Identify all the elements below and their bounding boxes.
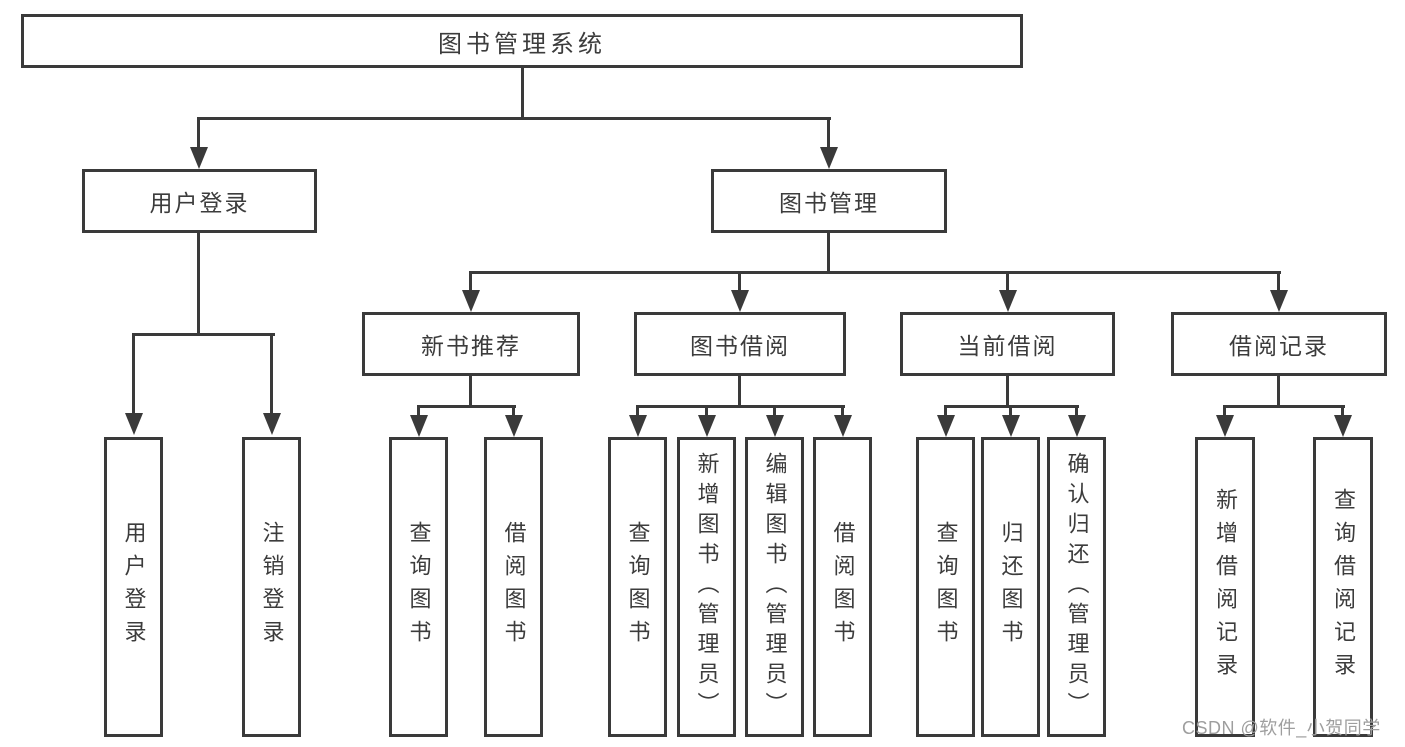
leaf-recommend-borrow-books: 借阅图书 bbox=[484, 437, 543, 737]
arrowhead bbox=[834, 415, 852, 437]
arrowhead bbox=[190, 147, 208, 169]
connector-line bbox=[1009, 405, 1012, 418]
arrowhead bbox=[999, 290, 1017, 312]
arrowhead bbox=[1270, 290, 1288, 312]
connector-line bbox=[132, 333, 275, 336]
connector-line bbox=[512, 405, 515, 418]
connector-line bbox=[636, 405, 639, 418]
connector-line bbox=[1341, 405, 1344, 418]
leaf-user-login: 用户登录 bbox=[104, 437, 163, 737]
leaf-current-return-books: 归还图书 bbox=[981, 437, 1040, 737]
connector-line bbox=[270, 333, 273, 414]
connector-line bbox=[469, 271, 472, 292]
connector-line bbox=[1075, 405, 1078, 418]
node-current-borrowing: 当前借阅 bbox=[900, 312, 1115, 376]
arrowhead bbox=[937, 415, 955, 437]
leaf-records-add-record: 新增借阅记录 bbox=[1195, 437, 1255, 737]
connector-line bbox=[417, 405, 516, 408]
node-book-borrowing: 图书借阅 bbox=[634, 312, 846, 376]
connector-line bbox=[197, 233, 200, 334]
connector-line bbox=[197, 117, 831, 120]
arrowhead bbox=[1216, 415, 1234, 437]
connector-line bbox=[738, 271, 741, 292]
connector-line bbox=[417, 405, 420, 418]
arrowhead bbox=[410, 415, 428, 437]
arrowhead bbox=[505, 415, 523, 437]
connector-line bbox=[197, 117, 200, 150]
connector-line bbox=[521, 68, 524, 118]
arrowhead bbox=[629, 415, 647, 437]
connector-line bbox=[841, 405, 844, 418]
connector-line bbox=[132, 333, 135, 414]
connector-line bbox=[827, 233, 830, 273]
connector-line bbox=[1006, 271, 1009, 292]
connector-line bbox=[1223, 405, 1226, 418]
node-borrowing-records: 借阅记录 bbox=[1171, 312, 1387, 376]
watermark: CSDN @软件_小贺同学 bbox=[1182, 718, 1381, 738]
leaf-current-confirm-return-admin: 确认归还（管理员） bbox=[1047, 437, 1106, 737]
arrowhead bbox=[766, 415, 784, 437]
leaf-current-query-books: 查询图书 bbox=[916, 437, 975, 737]
connector-line bbox=[469, 376, 472, 407]
connector-line bbox=[705, 405, 708, 418]
connector-line bbox=[827, 117, 830, 150]
arrowhead bbox=[820, 147, 838, 169]
node-library-system: 图书管理系统 bbox=[21, 14, 1023, 68]
leaf-borrowing-edit-books-admin: 编辑图书（管理员） bbox=[745, 437, 804, 737]
leaf-borrowing-query-books: 查询图书 bbox=[608, 437, 667, 737]
leaf-recommend-query-books: 查询图书 bbox=[389, 437, 448, 737]
leaf-borrowing-add-books-admin: 新增图书（管理员） bbox=[677, 437, 736, 737]
connector-line bbox=[738, 376, 741, 407]
node-new-book-recommend: 新书推荐 bbox=[362, 312, 580, 376]
arrowhead bbox=[1068, 415, 1086, 437]
arrowhead bbox=[263, 413, 281, 435]
connector-line bbox=[773, 405, 776, 418]
connector-line bbox=[636, 405, 845, 408]
leaf-borrowing-borrow-books: 借阅图书 bbox=[813, 437, 872, 737]
connector-line bbox=[1223, 405, 1345, 408]
arrowhead bbox=[1002, 415, 1020, 437]
leaf-logout: 注销登录 bbox=[242, 437, 301, 737]
arrowhead bbox=[125, 413, 143, 435]
node-book-management: 图书管理 bbox=[711, 169, 947, 233]
arrowhead bbox=[462, 290, 480, 312]
arrowhead bbox=[698, 415, 716, 437]
arrowhead bbox=[731, 290, 749, 312]
connector-line bbox=[469, 271, 1281, 274]
node-user-login: 用户登录 bbox=[82, 169, 317, 233]
connector-line bbox=[1277, 271, 1280, 292]
connector-line bbox=[1006, 376, 1009, 407]
connector-line bbox=[944, 405, 947, 418]
arrowhead bbox=[1334, 415, 1352, 437]
leaf-records-query-record: 查询借阅记录 bbox=[1313, 437, 1373, 737]
connector-line bbox=[1277, 376, 1280, 407]
